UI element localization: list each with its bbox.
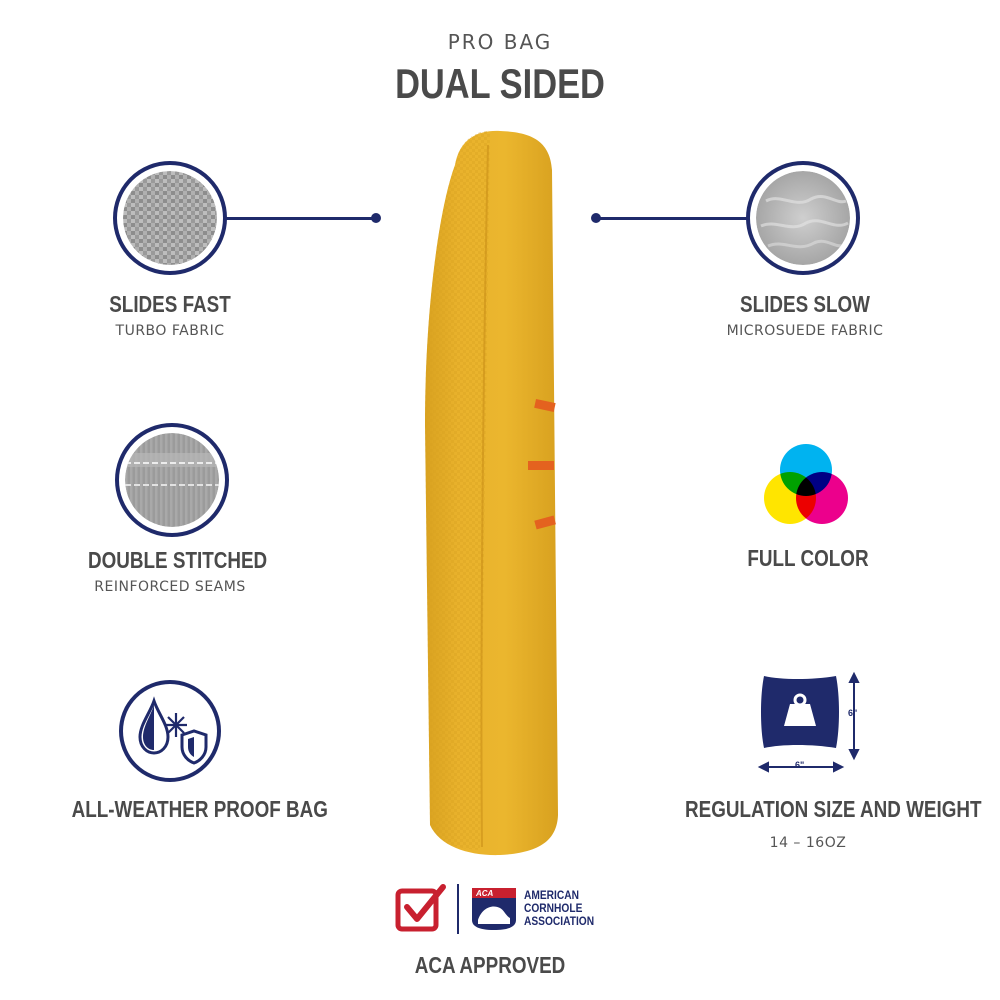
height-dimension-arrow <box>848 671 860 761</box>
all-weather-block: ALL-WEATHER PROOF BAG <box>50 796 328 823</box>
aca-logo-line-2: CORNHOLE <box>524 901 583 915</box>
color-wheel-icon <box>764 444 848 524</box>
aca-logo-line-3: ASSOCIATION <box>524 914 595 928</box>
regulation-size-icon <box>757 671 860 773</box>
aca-logo-line-1: AMERICAN <box>524 888 579 902</box>
checkbox-check-icon <box>395 884 446 932</box>
bag-tab-2 <box>528 461 554 470</box>
aca-badge-text: ACA <box>475 889 494 898</box>
water-drop-icon <box>138 696 170 755</box>
regulation-sub-wrap: 14 – 16OZ <box>708 835 908 851</box>
header-subtitle: PRO BAG <box>447 30 553 54</box>
connector-dot-right <box>591 213 601 223</box>
turbo-fabric-texture-icon <box>123 171 217 265</box>
full-color-block: FULL COLOR <box>708 545 908 572</box>
header-title-wrap: DUAL SIDED <box>0 60 1000 108</box>
slides-slow-title: SLIDES SLOW <box>740 291 870 317</box>
aca-shield-logo-icon: ACA <box>472 888 516 930</box>
bag-tab-3 <box>534 515 556 530</box>
weight-icon <box>784 704 816 726</box>
snowflake-icon <box>165 713 187 737</box>
weatherproof-icon <box>138 696 208 765</box>
width-dimension-arrow <box>757 761 845 773</box>
dimension-width-label: 6" <box>795 760 805 770</box>
regulation-subtitle: 14 – 16OZ <box>769 835 847 851</box>
slides-slow-subtitle: MICROSUEDE FABRIC <box>726 323 884 339</box>
aca-logo-text: AMERICAN CORNHOLE ASSOCIATION <box>524 889 594 928</box>
connector-line-left <box>225 217 375 220</box>
microsuede-texture-icon <box>756 171 850 265</box>
double-stitched-subtitle: REINFORCED SEAMS <box>94 579 246 595</box>
slides-slow-block: SLIDES SLOW <box>705 291 905 318</box>
regulation-title: REGULATION SIZE AND WEIGHT <box>685 796 982 822</box>
microsuede-fabric-swatch <box>746 161 860 275</box>
double-stitched-block: DOUBLE STITCHED <box>70 547 270 574</box>
slides-fast-sub-wrap: TURBO FABRIC <box>70 323 270 339</box>
cornhole-bag-image <box>425 130 558 856</box>
bag-weave-side <box>425 130 490 851</box>
aca-approved-block: ACA APPROVED <box>390 952 590 979</box>
slides-fast-subtitle: TURBO FABRIC <box>115 323 225 339</box>
dimension-height-label: 6" <box>848 708 858 718</box>
turbo-fabric-swatch <box>113 161 227 275</box>
connector-line-right <box>597 217 747 220</box>
slides-fast-title: SLIDES FAST <box>109 291 231 317</box>
double-stitched-title: DOUBLE STITCHED <box>88 547 268 573</box>
slides-slow-sub-wrap: MICROSUEDE FABRIC <box>705 323 905 339</box>
stitched-seam-icon <box>125 433 219 527</box>
all-weather-title: ALL-WEATHER PROOF BAG <box>71 796 328 822</box>
regulation-block: REGULATION SIZE AND WEIGHT <box>658 796 982 823</box>
double-stitched-sub-wrap: REINFORCED SEAMS <box>70 579 270 595</box>
aca-approved-label: ACA APPROVED <box>414 952 566 978</box>
weather-proof-badge <box>119 680 221 782</box>
connector-dot-left <box>371 213 381 223</box>
bag-seam <box>480 144 489 848</box>
header: PRO BAG <box>0 30 1000 54</box>
slides-fast-block: SLIDES FAST <box>70 291 270 318</box>
full-color-title: FULL COLOR <box>747 545 869 571</box>
header-title: DUAL SIDED <box>395 60 605 107</box>
stitching-swatch <box>115 423 229 537</box>
bag-tab-1 <box>534 399 556 412</box>
logo-divider <box>457 884 459 934</box>
